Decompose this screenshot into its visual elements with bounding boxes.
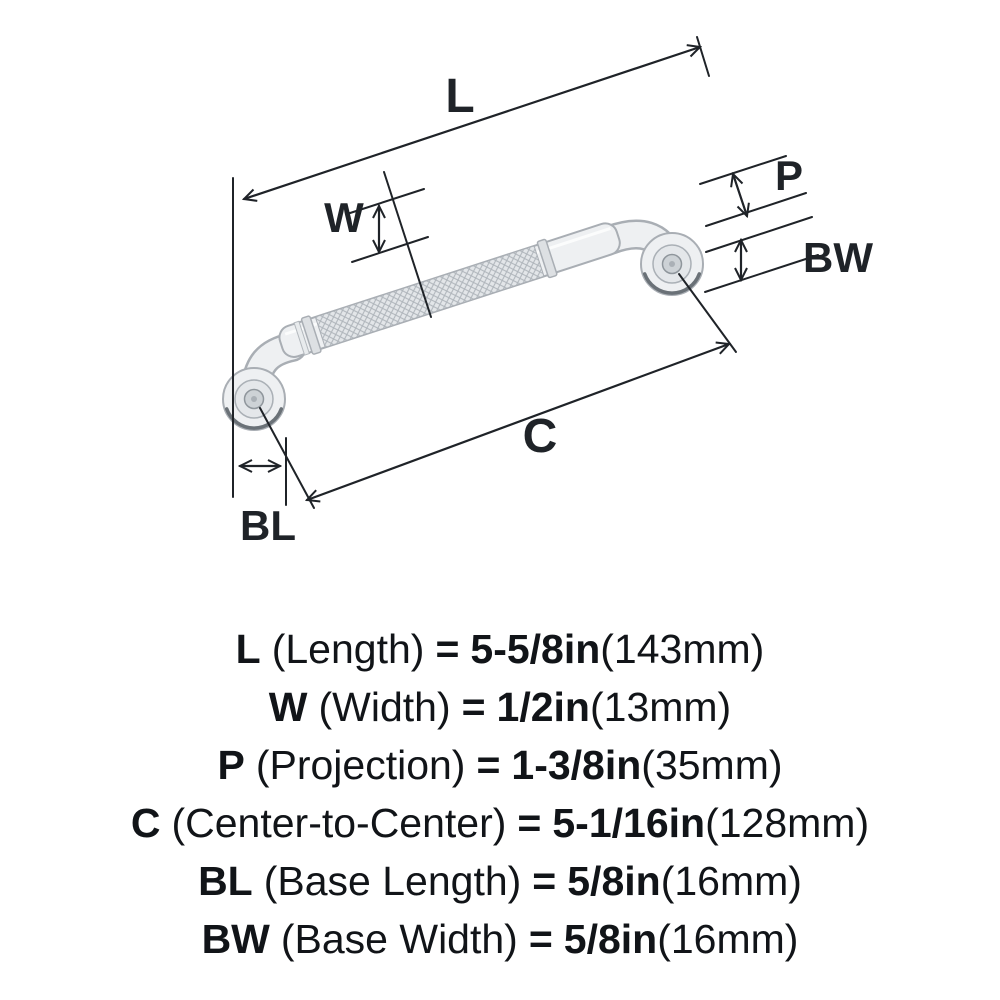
spec-metric: (35mm) <box>641 742 783 788</box>
handle-knurled-bar <box>278 222 621 358</box>
pull-handle-illustration <box>222 219 704 431</box>
spec-row-length: L (Length) = 5-5/8in (143mm) <box>236 620 765 678</box>
dim-label-C: C <box>523 410 558 463</box>
dim-label-BL: BL <box>240 502 296 549</box>
spec-name: (Width) <box>318 684 451 730</box>
spec-value: 5-1/16in <box>552 800 706 846</box>
spec-name: (Length) <box>271 626 425 672</box>
spec-metric: (16mm) <box>657 916 799 962</box>
dim-C-lines <box>259 273 737 509</box>
spec-name: (Base Length) <box>263 858 522 904</box>
spec-metric: (128mm) <box>705 800 870 846</box>
dim-W-lines <box>346 171 432 318</box>
spec-metric: (13mm) <box>589 684 732 730</box>
spec-value: 5-5/8in <box>470 626 601 672</box>
spec-abbr: BL <box>198 858 253 904</box>
dimension-spec-list: L (Length) = 5-5/8in (143mm) W (Width) =… <box>0 620 1000 968</box>
spec-name: (Base Width) <box>280 916 518 962</box>
spec-equals: = <box>532 858 557 904</box>
spec-abbr: C <box>130 800 161 846</box>
spec-value: 5/8in <box>563 916 658 962</box>
spec-row-base-length: BL (Base Length) = 5/8in (16mm) <box>198 852 802 910</box>
spec-abbr: BW <box>201 916 270 962</box>
spec-abbr: W <box>268 684 308 730</box>
spec-abbr: P <box>217 742 245 788</box>
dim-label-BW: BW <box>803 234 873 281</box>
dim-label-L: L <box>445 70 474 123</box>
spec-equals: = <box>517 800 542 846</box>
spec-equals: = <box>461 684 486 730</box>
spec-row-width: W (Width) = 1/2in (13mm) <box>269 678 731 736</box>
dimension-lines <box>232 36 819 509</box>
spec-value: 5/8in <box>567 858 661 904</box>
spec-value: 1-3/8in <box>511 742 642 788</box>
spec-metric: (143mm) <box>600 626 765 672</box>
spec-abbr: L <box>235 626 261 672</box>
spec-equals: = <box>476 742 501 788</box>
dim-label-P: P <box>775 152 803 199</box>
spec-row-projection: P (Projection) = 1-3/8in (35mm) <box>217 736 782 794</box>
dim-label-W: W <box>324 194 364 241</box>
dim-L-lines <box>232 36 710 498</box>
spec-name: (Center-to-Center) <box>171 800 507 846</box>
spec-metric: (16mm) <box>660 858 802 904</box>
handle-dimension-svg: L W P BW C BL <box>222 36 873 549</box>
dimension-diagram: L W P BW C BL <box>222 36 873 549</box>
spec-name: (Projection) <box>255 742 466 788</box>
dim-P-lines <box>699 155 807 227</box>
spec-value: 1/2in <box>496 684 590 730</box>
dim-BW-lines <box>704 216 819 293</box>
spec-equals: = <box>528 916 553 962</box>
spec-row-base-width: BW (Base Width) = 5/8in (16mm) <box>202 910 799 968</box>
spec-equals: = <box>435 626 460 672</box>
spec-row-center-to-center: C (Center-to-Center) = 5-1/16in (128mm) <box>131 794 869 852</box>
handle-left-base <box>222 367 286 431</box>
handle-right-base <box>640 232 704 296</box>
dim-BL-lines <box>240 437 287 506</box>
